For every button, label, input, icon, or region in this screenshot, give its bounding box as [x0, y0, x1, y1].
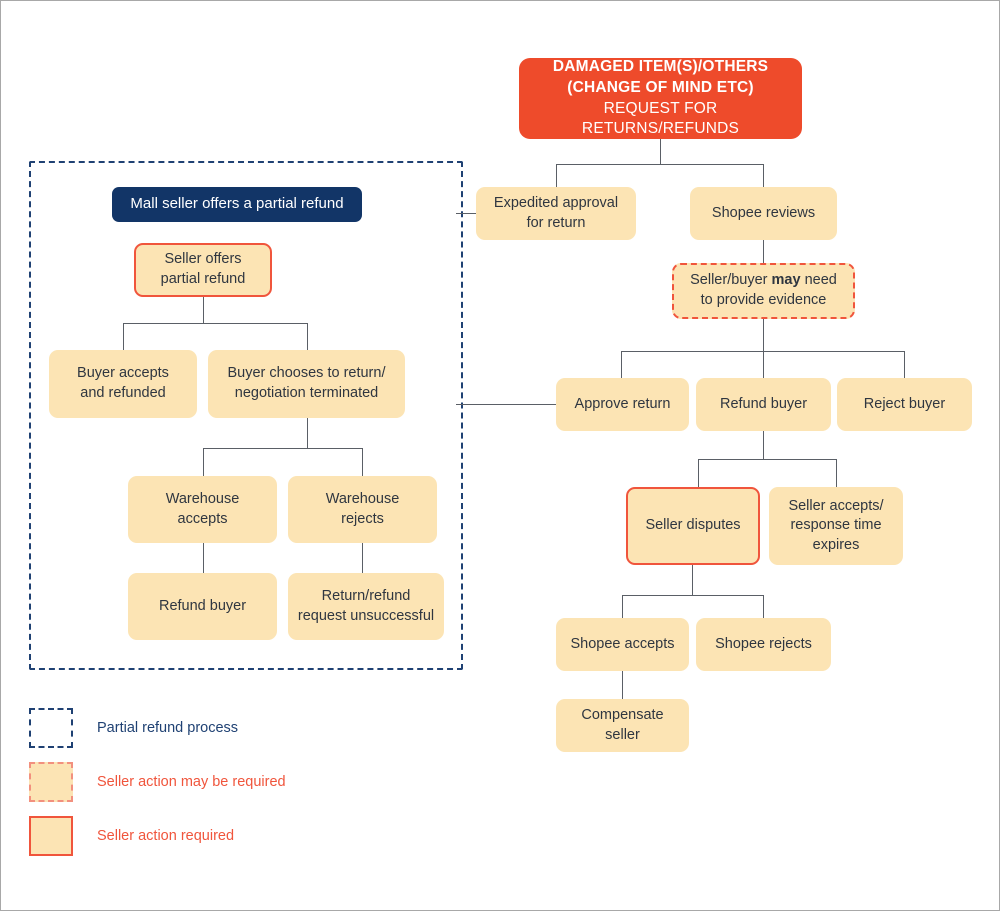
node-expedited-approval: Expedited approval for return [476, 187, 636, 240]
connector-to-warehouse-rejects [362, 448, 364, 476]
node-refund-buyer-right: Refund buyer [696, 378, 831, 431]
legend: Partial refund process Seller action may… [29, 701, 459, 863]
node-seller-disputes: Seller disputes [626, 487, 760, 565]
legend-swatch-dashed-navy [29, 708, 73, 748]
node-shopee-accepts: Shopee accepts [556, 618, 689, 671]
node-buyer-accepts-and-refunded: Buyer accepts and refunded [49, 350, 197, 418]
connector-partial-refund-down [203, 297, 205, 323]
node-approve-return: Approve return [556, 378, 689, 431]
connector-to-reject-buyer [904, 351, 906, 379]
node-warehouse-rejects: Warehouse rejects [288, 476, 437, 543]
connector-panel-to-expedited [456, 213, 478, 215]
connector-to-expedited [556, 164, 558, 188]
legend-item-seller-action-may-be-required: Seller action may be required [29, 755, 459, 809]
node-shopee-reviews: Shopee reviews [690, 187, 837, 240]
connector-warehouse-split-bar [203, 448, 363, 450]
node-refund-buyer-left: Refund buyer [128, 573, 277, 640]
connector-header-down [660, 139, 662, 164]
connector-refund-buyer-down [763, 431, 765, 459]
connector-dispute-split-bar [698, 459, 837, 461]
legend-label-seller-action-may-be-required: Seller action may be required [97, 774, 286, 790]
connector-to-buyer-chooses [307, 323, 309, 350]
connector-to-seller-disputes [698, 459, 700, 487]
connector-shopee-decision-bar [622, 595, 764, 597]
node-shopee-rejects: Shopee rejects [696, 618, 831, 671]
connector-to-shopee-reviews [763, 164, 765, 188]
connector-to-seller-accepts [836, 459, 838, 487]
legend-swatch-dashed-orange [29, 762, 73, 802]
node-seller-accepts-or-expires: Seller accepts/ response time expires [769, 487, 903, 565]
connector-accepts-to-compensate [622, 671, 624, 699]
connector-reviews-to-evidence [763, 240, 765, 265]
connector-top-split-bar [556, 164, 764, 166]
node-warehouse-accepts: Warehouse accepts [128, 476, 277, 543]
legend-label-seller-action-required: Seller action required [97, 828, 235, 844]
legend-label-partial-refund-process: Partial refund process [97, 720, 239, 736]
connector-warehouse-rejects-down [362, 543, 364, 573]
connector-to-buyer-accepts [123, 323, 125, 350]
connector-warehouse-accepts-down [203, 543, 205, 573]
evidence-text: Seller/buyer may need to provide evidenc… [690, 272, 837, 308]
connector-to-refund-buyer [763, 351, 765, 379]
node-reject-buyer: Reject buyer [837, 378, 972, 431]
node-request-header: DAMAGED ITEM(S)/OTHERS (CHANGE OF MIND E… [519, 58, 802, 139]
connector-disputes-down [692, 565, 694, 595]
connector-to-shopee-rejects [763, 595, 765, 618]
node-return-refund-unsuccessful: Return/refund request unsuccessful [288, 573, 444, 640]
connector-to-shopee-accepts [622, 595, 624, 618]
connector-to-approve-return [621, 351, 623, 379]
connector-to-warehouse-accepts [203, 448, 205, 476]
legend-item-seller-action-required: Seller action required [29, 809, 459, 863]
header-line-3: REQUEST FOR RETURNS/REFUNDS [581, 99, 740, 138]
node-seller-offers-partial-refund: Seller offers partial refund [134, 243, 272, 297]
legend-swatch-solid-orange [29, 816, 73, 856]
connector-panel-to-approve-return [456, 404, 558, 406]
legend-item-partial-refund-process: Partial refund process [29, 701, 459, 755]
connector-evidence-down [763, 319, 765, 351]
connector-buyer-chooses-down [307, 418, 309, 448]
header-line-2: (CHANGE OF MIND ETC) [567, 78, 754, 96]
node-evidence-may-be-needed: Seller/buyer may need to provide evidenc… [672, 263, 855, 319]
partial-refund-process-panel [29, 161, 463, 670]
connector-buyer-split-bar [123, 323, 308, 325]
node-buyer-chooses-to-return: Buyer chooses to return/ negotiation ter… [208, 350, 405, 418]
node-mall-seller-header: Mall seller offers a partial refund [112, 187, 362, 222]
node-compensate-seller: Compensate seller [556, 699, 689, 752]
header-line-1: DAMAGED ITEM(S)/OTHERS [552, 57, 769, 75]
